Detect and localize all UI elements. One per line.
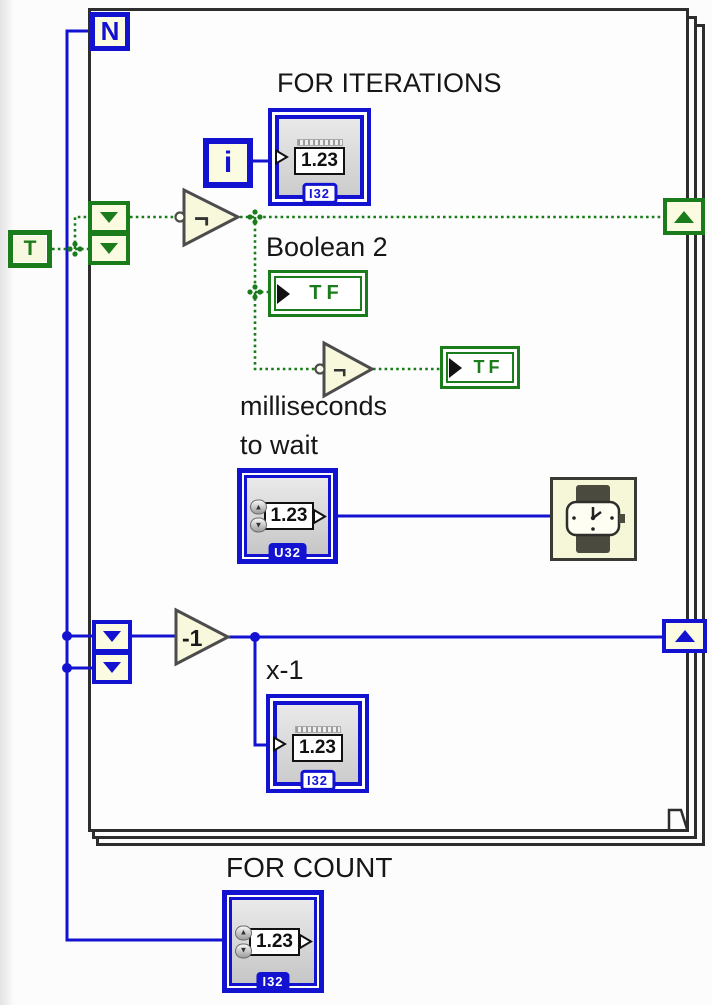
for-count-label[interactable]: FOR COUNT	[226, 852, 393, 883]
shift-register-green-right[interactable]	[663, 198, 705, 235]
boolean3-indicator[interactable]: TF	[440, 346, 520, 389]
output-arrow-icon	[298, 933, 313, 950]
for-iterations-indicator[interactable]: 1.23 I32	[268, 108, 371, 206]
down-triangle-icon	[100, 212, 118, 223]
shift-register-blue-right[interactable]	[662, 619, 707, 653]
boolean2-indicator[interactable]: TF	[268, 270, 368, 317]
x-minus-1-indicator[interactable]: 1.23 I32	[266, 694, 369, 793]
for-iterations-value[interactable]: 1.23	[294, 147, 345, 175]
input-arrow-icon	[277, 283, 290, 304]
wire-n-to-for-count[interactable]	[65, 29, 224, 942]
blue-wire-junction-dots	[62, 631, 260, 673]
milliseconds-value[interactable]: 1.23	[263, 502, 315, 530]
increment-stripes	[296, 139, 343, 146]
loop-count-label: N	[100, 16, 120, 46]
wire-true-const-branch-up[interactable]	[73, 215, 90, 249]
spinner-down-button[interactable]: ▼	[235, 943, 252, 958]
milliseconds-control[interactable]: ▲ ▼ 1.23 U32	[237, 468, 338, 564]
not2-glyph: ¬	[333, 357, 346, 383]
wire-branch-down-to-not2[interactable]	[253, 217, 319, 371]
ms-to-wait-label-line2[interactable]: to wait	[240, 430, 319, 460]
shift-register-green-left-bottom[interactable]	[88, 232, 130, 265]
down-triangle-icon	[103, 662, 121, 673]
spinner-down-button[interactable]: ▼	[250, 517, 267, 533]
true-constant-label: T	[23, 237, 37, 260]
boolean2-tf-label: TF	[309, 282, 344, 304]
datatype-badge: U32	[268, 542, 307, 562]
spinner-up-button[interactable]: ▲	[250, 499, 267, 515]
not-function-2[interactable]: ¬	[314, 340, 376, 399]
datatype-badge: I32	[256, 971, 290, 991]
for-iterations-label[interactable]: FOR ITERATIONS	[277, 68, 502, 98]
spinner: ▲ ▼	[235, 925, 252, 958]
input-arrow-icon	[273, 735, 287, 752]
wire-branch-to-x1-indicator[interactable]	[253, 637, 268, 747]
increment-stripes	[294, 725, 341, 733]
x-minus-1-value[interactable]: 1.23	[292, 733, 343, 762]
up-triangle-icon	[674, 630, 695, 642]
loop-count-terminal[interactable]: N	[90, 12, 130, 51]
loop-corner-fold	[667, 808, 689, 830]
shift-register-blue-left-top[interactable]	[92, 620, 132, 653]
ms-to-wait-label-line1[interactable]: milliseconds	[240, 391, 388, 421]
shift-register-green-left-top[interactable]	[88, 201, 130, 234]
input-arrow-icon	[275, 148, 289, 166]
wristwatch-icon	[565, 485, 625, 553]
datatype-badge: I32	[299, 769, 336, 791]
up-triangle-icon	[674, 210, 694, 223]
for-count-control[interactable]: ▲ ▼ 1.23 I32	[222, 890, 324, 993]
decrement-function[interactable]: -1	[174, 607, 232, 667]
loop-iteration-terminal[interactable]: i	[203, 138, 253, 188]
down-triangle-icon	[100, 243, 118, 254]
not-function-1[interactable]: ¬	[174, 187, 242, 248]
down-triangle-icon	[103, 631, 121, 642]
spinner-up-button[interactable]: ▲	[235, 925, 252, 940]
loop-iteration-label: i	[223, 146, 233, 179]
not1-glyph: ¬	[194, 203, 209, 233]
datatype-badge: I32	[301, 182, 338, 204]
green-wire-junctions	[67, 209, 263, 300]
shift-register-blue-left-bottom[interactable]	[92, 651, 132, 684]
for-count-value[interactable]: 1.23	[249, 927, 300, 956]
wait-ms-function[interactable]	[550, 477, 637, 561]
for-loop-frame[interactable]	[88, 8, 689, 832]
x-minus-1-label[interactable]: x-1	[266, 655, 304, 685]
true-constant[interactable]: T	[8, 230, 52, 268]
boolean3-tf-label: TF	[473, 357, 504, 377]
decrement-label: -1	[182, 625, 203, 651]
spinner: ▲ ▼	[250, 499, 267, 533]
boolean2-label[interactable]: Boolean 2	[266, 232, 388, 262]
output-arrow-icon	[313, 507, 328, 525]
input-arrow-icon	[449, 357, 462, 378]
